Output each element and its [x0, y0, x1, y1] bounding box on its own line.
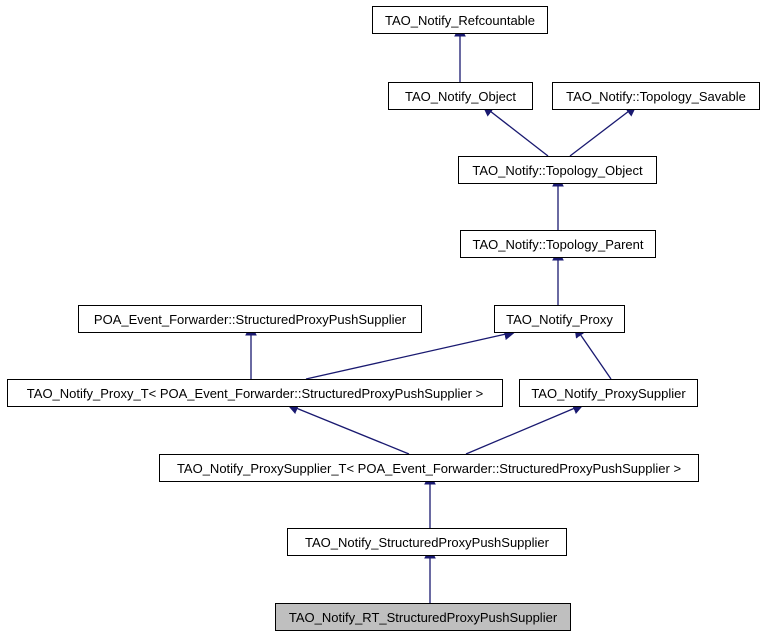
class-node-topology_object[interactable]: TAO_Notify::Topology_Object [458, 156, 657, 184]
class-node-notify_proxy[interactable]: TAO_Notify_Proxy [494, 305, 625, 333]
class-node-label: TAO_Notify::Topology_Savable [566, 88, 746, 104]
class-node-label: TAO_Notify_ProxySupplier [531, 385, 686, 401]
inheritance-arrow-topology_object-to-notify_object [481, 104, 549, 157]
inheritance-arrow-proxy_t-to-notify_proxy [305, 328, 516, 380]
class-node-label: TAO_Notify::Topology_Parent [472, 236, 644, 252]
class-node-topology_parent[interactable]: TAO_Notify::Topology_Parent [460, 230, 656, 258]
class-node-structured_proxy_push_supplier[interactable]: TAO_Notify_StructuredProxyPushSupplier [287, 528, 567, 556]
inheritance-arrow-topology_object-to-topology_savable [569, 104, 638, 157]
inheritance-arrow-proxy_supplier_t-to-proxy_t [286, 403, 410, 455]
class-node-label: POA_Event_Forwarder::StructuredProxyPush… [93, 311, 407, 327]
class-node-label: TAO_Notify_Refcountable [384, 12, 536, 28]
class-node-rt_structured_proxy_push_supplier[interactable]: TAO_Notify_RT_StructuredProxyPushSupplie… [275, 603, 571, 631]
class-node-label: TAO_Notify_Proxy [506, 311, 613, 327]
class-node-notify_object[interactable]: TAO_Notify_Object [388, 82, 533, 110]
class-node-topology_savable[interactable]: TAO_Notify::Topology_Savable [552, 82, 760, 110]
class-node-label: TAO_Notify_RT_StructuredProxyPushSupplie… [288, 609, 558, 625]
inheritance-arrow-proxy_supplier-to-notify_proxy [574, 325, 612, 380]
class-node-label: TAO_Notify_ProxySupplier_T< POA_Event_Fo… [176, 460, 682, 476]
class-node-label: TAO_Notify_Proxy_T< POA_Event_Forwarder:… [26, 385, 484, 401]
class-node-label: TAO_Notify_Object [404, 88, 517, 104]
class-node-label: TAO_Notify::Topology_Object [472, 162, 643, 178]
class-node-poa_event_forwarder[interactable]: POA_Event_Forwarder::StructuredProxyPush… [78, 305, 422, 333]
inheritance-arrow-proxy_supplier_t-to-proxy_supplier [465, 403, 585, 455]
class-node-proxy_supplier_t[interactable]: TAO_Notify_ProxySupplier_T< POA_Event_Fo… [159, 454, 699, 482]
class-node-refcountable[interactable]: TAO_Notify_Refcountable [372, 6, 548, 34]
class-node-proxy_t[interactable]: TAO_Notify_Proxy_T< POA_Event_Forwarder:… [7, 379, 503, 407]
class-node-label: TAO_Notify_StructuredProxyPushSupplier [305, 534, 549, 550]
class-node-proxy_supplier[interactable]: TAO_Notify_ProxySupplier [519, 379, 698, 407]
